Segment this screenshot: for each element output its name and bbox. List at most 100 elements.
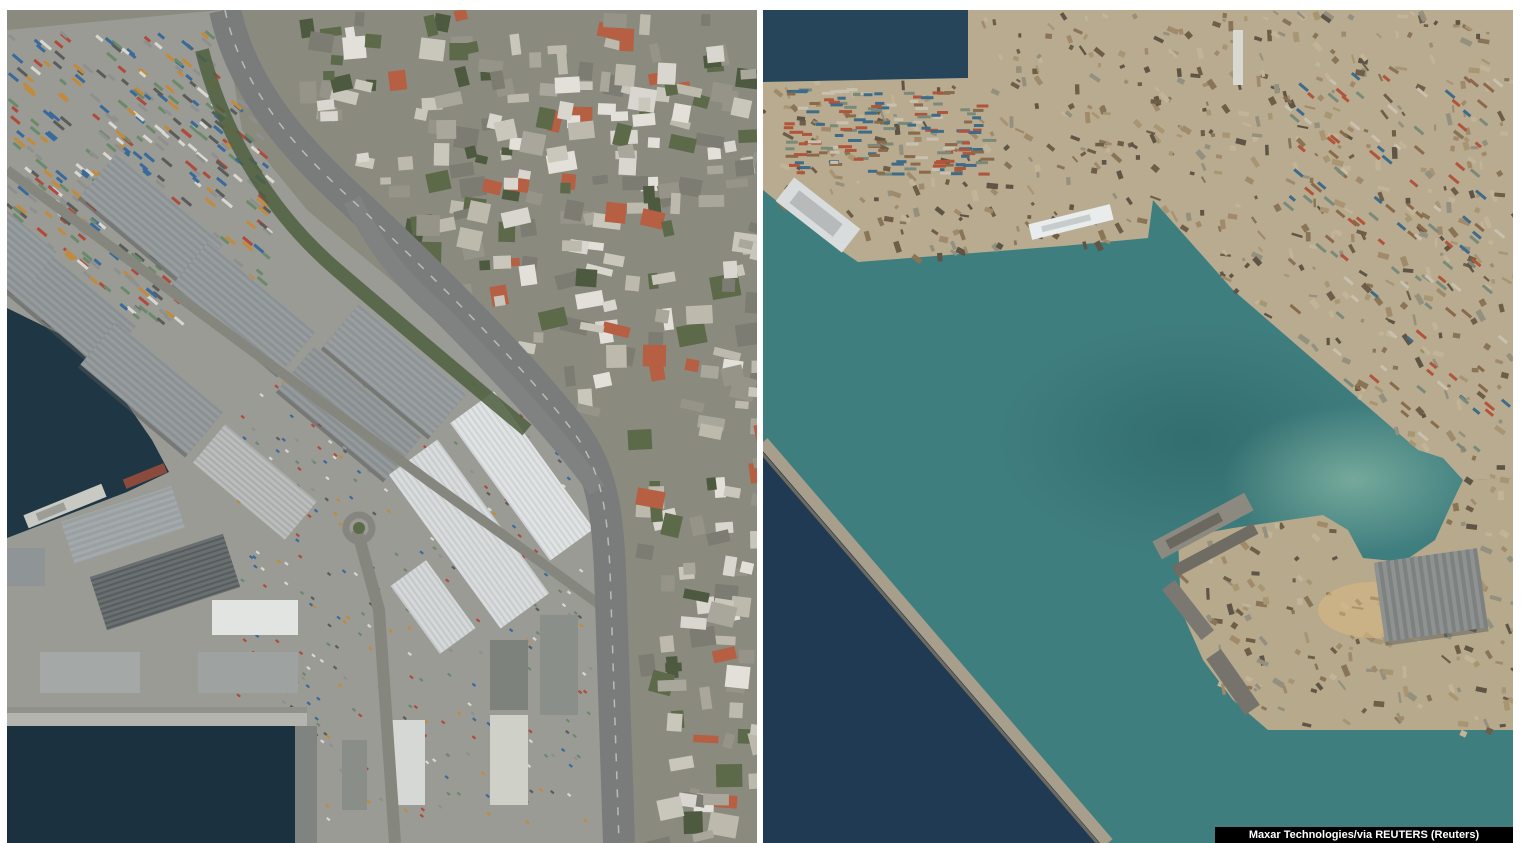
debris <box>1317 94 1325 102</box>
city-building <box>750 493 757 509</box>
debris <box>1202 82 1209 88</box>
shipping-container <box>958 148 971 152</box>
city-building <box>713 476 726 499</box>
debris <box>1420 167 1427 173</box>
debris <box>1440 654 1452 664</box>
debris <box>1069 204 1075 211</box>
shipping-container <box>262 205 272 214</box>
debris <box>1297 333 1311 345</box>
debris <box>1365 143 1371 149</box>
debris <box>1343 207 1354 215</box>
debris <box>953 208 962 216</box>
city-building <box>316 98 335 112</box>
shipping-container <box>26 137 37 146</box>
city-building <box>597 103 616 116</box>
shipping-container <box>26 145 35 153</box>
parked-vehicle <box>334 644 340 650</box>
parked-vehicle <box>561 483 566 489</box>
shipping-container <box>114 143 123 151</box>
debris <box>1180 125 1192 136</box>
shipping-container <box>89 259 101 271</box>
shipping-container <box>862 120 874 124</box>
debris <box>1333 228 1343 237</box>
shipping-container <box>12 212 24 224</box>
shipping-container <box>126 107 137 117</box>
city-building <box>730 97 753 119</box>
shipping-container <box>1448 372 1458 382</box>
parked-vehicle <box>566 590 572 595</box>
debris <box>999 116 1009 127</box>
parked-vehicle <box>366 799 371 804</box>
debris <box>1350 233 1355 243</box>
city-building <box>433 143 450 166</box>
debris <box>1463 645 1474 653</box>
city-building <box>715 521 734 534</box>
shipping-container <box>1481 284 1494 295</box>
city-building <box>748 387 757 399</box>
debris <box>1074 84 1080 95</box>
shipping-container <box>46 242 55 250</box>
shipping-container <box>126 48 136 57</box>
parked-vehicle <box>388 628 393 633</box>
shipping-container <box>188 171 197 179</box>
shipping-container <box>1454 161 1466 172</box>
shipping-container <box>167 94 180 105</box>
shipping-container <box>799 166 811 170</box>
city-building <box>493 118 518 142</box>
debris <box>1505 623 1513 635</box>
shipping-container <box>1482 82 1495 93</box>
city-building <box>464 145 478 160</box>
shipping-container <box>47 130 58 141</box>
debris <box>1084 15 1089 22</box>
debris <box>1012 55 1020 62</box>
debris <box>1296 11 1306 20</box>
shipping-container <box>84 168 95 177</box>
parked-vehicle <box>447 672 452 677</box>
warehouse <box>77 153 224 290</box>
parked-vehicle <box>467 702 472 707</box>
debris <box>1260 705 1268 711</box>
shipping-container <box>972 148 983 151</box>
shipping-container <box>906 142 919 146</box>
shipping-container <box>142 134 153 144</box>
city-building <box>698 423 723 440</box>
warehouse <box>192 424 318 540</box>
debris <box>1489 594 1502 602</box>
shipping-container <box>154 41 163 50</box>
debris <box>1287 138 1292 149</box>
shipping-container <box>1297 144 1306 153</box>
debris <box>1443 185 1447 191</box>
debris <box>1112 192 1118 200</box>
city-building <box>354 11 365 27</box>
city-building <box>574 290 605 310</box>
parked-vehicle <box>259 392 264 398</box>
shipping-container <box>1444 89 1456 100</box>
shipping-container <box>39 39 53 51</box>
debris <box>1213 49 1220 57</box>
warehouse <box>342 740 367 810</box>
shipping-container <box>1435 280 1448 291</box>
parked-vehicle <box>557 458 562 464</box>
city-building <box>330 54 344 66</box>
shipping-container <box>1393 143 1402 151</box>
shipping-container <box>972 116 982 120</box>
shipping-container <box>98 222 107 230</box>
parked-vehicle <box>255 550 260 555</box>
shipping-container <box>34 153 43 161</box>
warehouse <box>89 533 241 631</box>
shipping-container <box>52 119 65 131</box>
debris <box>1162 31 1170 36</box>
debris <box>1319 206 1330 214</box>
parked-vehicle <box>485 793 490 799</box>
shipping-container <box>170 196 181 206</box>
shipping-container <box>55 169 68 181</box>
debris <box>1252 256 1263 267</box>
debris <box>1471 455 1477 461</box>
shipping-container <box>1415 210 1424 219</box>
debris <box>1296 574 1304 583</box>
debris <box>911 253 923 265</box>
debris <box>1427 188 1432 193</box>
city-building <box>666 713 683 732</box>
city-building <box>639 208 666 230</box>
shipping-container <box>1416 223 1428 234</box>
